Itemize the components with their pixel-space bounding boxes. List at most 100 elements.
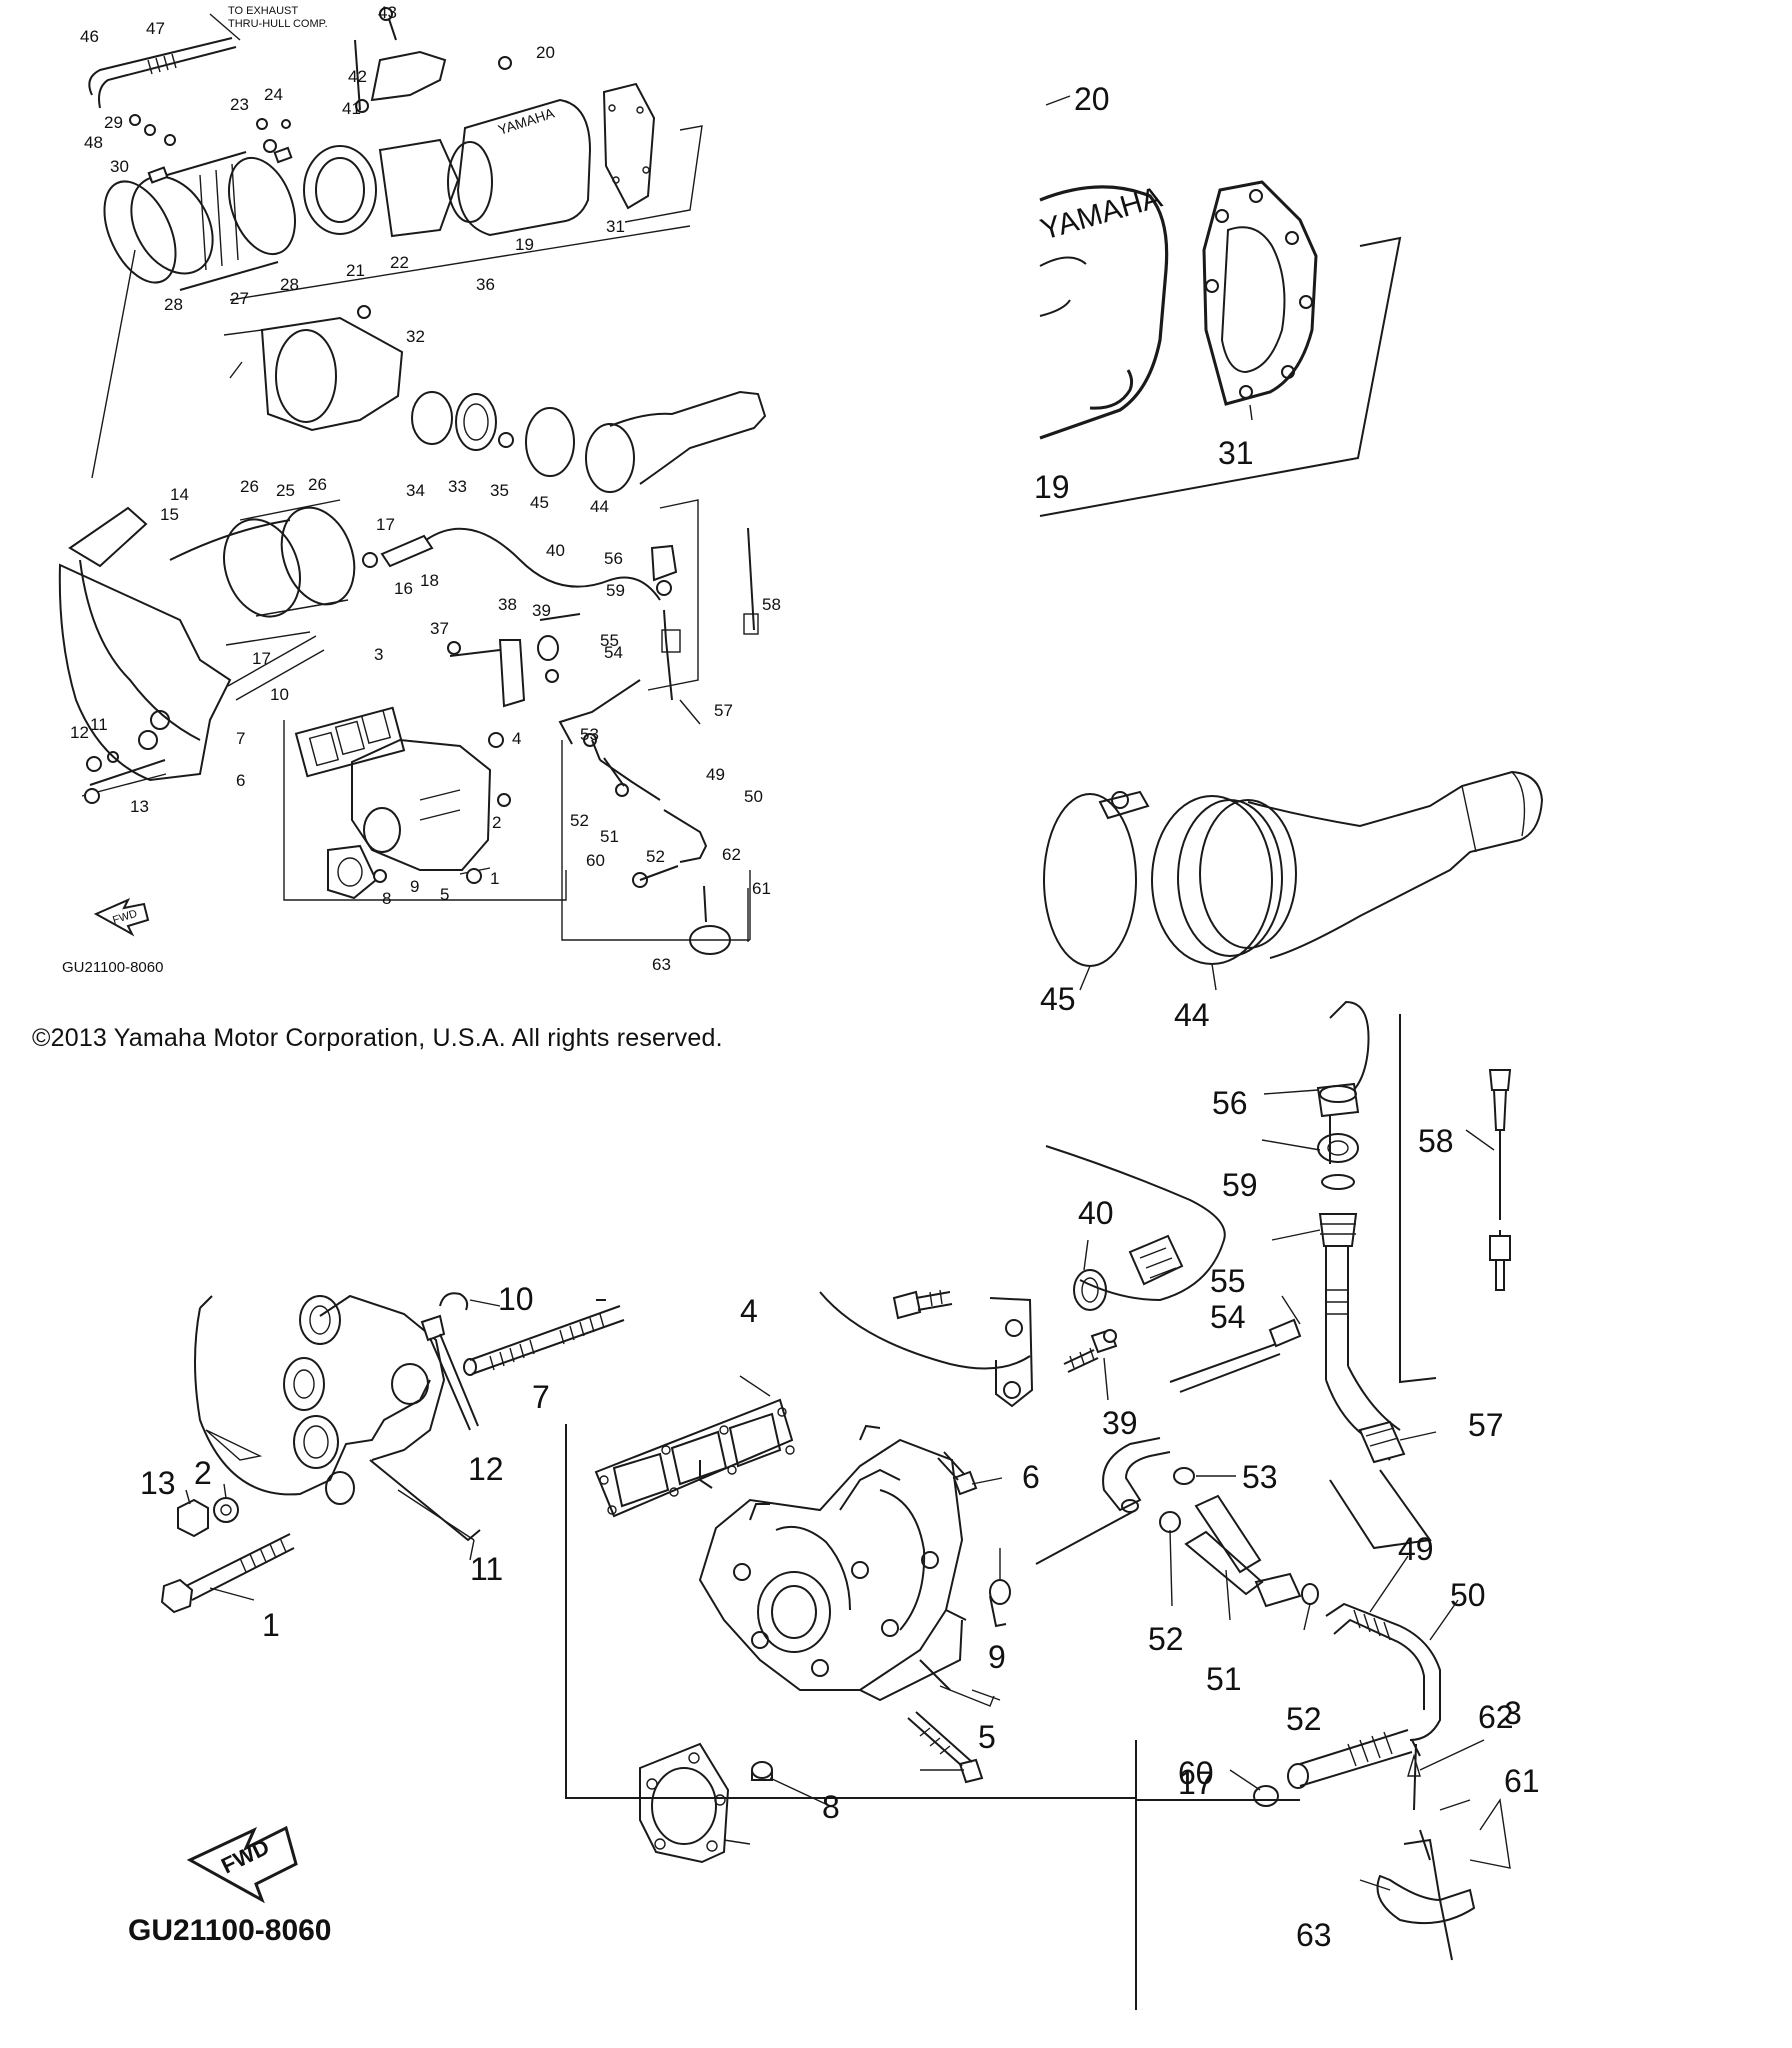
callout-28: 28 <box>280 275 299 294</box>
callout-61: 61 <box>1504 1763 1540 1799</box>
callout-22: 22 <box>390 253 409 272</box>
callout-40: 40 <box>1078 1195 1114 1231</box>
callout-57: 57 <box>1468 1407 1504 1443</box>
callout-55: 55 <box>1210 1263 1246 1299</box>
callout-6: 6 <box>1022 1459 1040 1495</box>
callout-60: 60 <box>586 851 605 870</box>
callout-51: 51 <box>600 827 619 846</box>
callout-11: 11 <box>470 1551 503 1587</box>
zoom-pipe <box>1043 770 1544 991</box>
callout-44: 44 <box>590 497 609 516</box>
callout-31: 31 <box>606 217 625 236</box>
callout-62: 62 <box>722 845 741 864</box>
callout-2: 2 <box>194 1455 212 1491</box>
callout-59: 59 <box>606 581 625 600</box>
callout-6: 6 <box>236 771 245 790</box>
callout-56: 56 <box>604 549 623 568</box>
callout-50: 50 <box>1450 1577 1486 1613</box>
callout-34: 34 <box>406 481 425 500</box>
callout-41: 41 <box>342 99 361 118</box>
callout-27: 27 <box>230 289 249 308</box>
overview-diagram: YAMAHA <box>58 3 781 976</box>
callout-13: 13 <box>130 797 149 816</box>
callout-13: 13 <box>140 1465 176 1501</box>
callout-25: 25 <box>276 481 295 500</box>
callout-10: 10 <box>498 1281 534 1317</box>
small-diagram-code: GU21100-8060 <box>62 959 163 976</box>
callout-61: 61 <box>752 879 771 898</box>
callout-16: 16 <box>394 579 413 598</box>
callout-49: 49 <box>706 765 725 784</box>
callout-60: 60 <box>1178 1755 1214 1791</box>
callout-30: 30 <box>110 157 129 176</box>
callout-19: 19 <box>515 235 534 254</box>
callout-45: 45 <box>1040 981 1076 1017</box>
callout-36: 36 <box>476 275 495 294</box>
callout-4: 4 <box>512 729 521 748</box>
callout-37: 37 <box>430 619 449 638</box>
callout-63: 63 <box>652 955 671 974</box>
callout-7: 7 <box>236 729 245 748</box>
callout-20: 20 <box>536 43 555 62</box>
callout-49: 49 <box>1398 1531 1434 1567</box>
callout-55: 55 <box>600 631 619 650</box>
callout-54: 54 <box>604 643 623 662</box>
callout-5: 5 <box>978 1719 996 1755</box>
callout-2: 2 <box>492 813 501 832</box>
callout-51: 51 <box>1206 1661 1242 1697</box>
callout-3: 3 <box>1504 1695 1522 1731</box>
callout-1: 1 <box>490 869 499 888</box>
callout-4: 4 <box>740 1293 758 1329</box>
callout-28: 28 <box>164 295 183 314</box>
zoom-diagram-code: GU21100-8060 <box>128 1914 332 1947</box>
callout-10: 10 <box>270 685 289 704</box>
callout-35: 35 <box>490 481 509 500</box>
callout-39: 39 <box>1102 1405 1138 1441</box>
callout-18: 18 <box>420 571 439 590</box>
zoom-muffler-brand: YAMAHA <box>1037 181 1166 247</box>
callout-9: 9 <box>988 1639 1006 1675</box>
callout-53: 53 <box>1242 1459 1278 1495</box>
callout-21: 21 <box>346 261 365 280</box>
callout-12: 12 <box>70 723 89 742</box>
callout-20: 20 <box>1074 81 1110 117</box>
pipe-callouts: 45 44 <box>1040 981 1210 1033</box>
callout-62: 62 <box>1478 1699 1514 1735</box>
callout-3: 3 <box>374 645 383 664</box>
callout-31: 31 <box>1218 435 1254 471</box>
callout-19: 19 <box>1034 469 1070 505</box>
callout-53: 53 <box>580 725 599 744</box>
callout-17: 17 <box>252 649 271 668</box>
callout-47: 47 <box>146 19 165 38</box>
callout-58: 58 <box>762 595 781 614</box>
callout-63: 63 <box>1296 1917 1332 1953</box>
callout-39: 39 <box>532 601 551 620</box>
callout-8: 8 <box>382 889 391 908</box>
callout-40: 40 <box>546 541 565 560</box>
callout-52: 52 <box>1148 1621 1184 1657</box>
callout-17: 17 <box>376 515 395 534</box>
callout-17: 17 <box>1178 1765 1214 1801</box>
callout-24: 24 <box>264 85 283 104</box>
callout-33: 33 <box>448 477 467 496</box>
callout-52: 52 <box>646 847 665 866</box>
callout-8: 8 <box>822 1789 840 1825</box>
callout-58: 58 <box>1418 1123 1454 1159</box>
callout-43: 43 <box>378 3 397 22</box>
callout-7: 7 <box>532 1379 550 1415</box>
callout-15: 15 <box>160 505 179 524</box>
callout-52: 52 <box>1286 1701 1322 1737</box>
callout-44: 44 <box>1174 997 1210 1033</box>
callout-26: 26 <box>240 477 259 496</box>
callout-1: 1 <box>262 1607 280 1643</box>
callout-23: 23 <box>230 95 249 114</box>
callout-29: 29 <box>104 113 123 132</box>
callout-48: 48 <box>84 133 103 152</box>
callout-14: 14 <box>170 485 189 504</box>
callout-52: 52 <box>570 811 589 830</box>
callout-9: 9 <box>410 877 419 896</box>
note-line2: THRU-HULL COMP. <box>228 18 328 30</box>
callout-11: 11 <box>90 715 108 734</box>
